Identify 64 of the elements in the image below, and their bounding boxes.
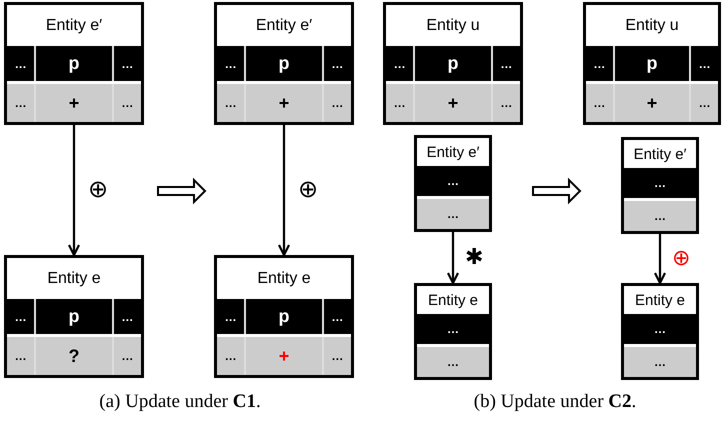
data-cell: … xyxy=(386,84,414,122)
data-cell: … xyxy=(490,84,520,122)
subfigure-caption: (b) Update under C2. xyxy=(474,391,636,413)
data-cell: … xyxy=(417,347,489,377)
entity-table xyxy=(214,2,354,125)
data-cell: … xyxy=(112,337,142,375)
header-cell: … xyxy=(112,46,142,81)
entity-table xyxy=(621,283,699,380)
data-cell: … xyxy=(624,201,696,231)
data-cell: … xyxy=(417,199,489,229)
arrow xyxy=(278,125,290,256)
data-cell: + xyxy=(612,84,690,122)
data-cell: + xyxy=(244,337,322,375)
entity-table xyxy=(383,2,523,125)
header-cell: … xyxy=(417,166,489,196)
data-cell: … xyxy=(322,84,352,122)
data-cell: … xyxy=(322,337,352,375)
data-cell: … xyxy=(112,84,142,122)
header-cell: p xyxy=(244,299,322,334)
data-cell: … xyxy=(586,84,613,122)
edge-label: ⊕ xyxy=(88,178,108,202)
header-cell: … xyxy=(7,46,34,81)
header-cell: … xyxy=(586,46,613,81)
data-cell: … xyxy=(217,84,244,122)
header-cell: … xyxy=(624,314,696,344)
header-cell: … xyxy=(624,168,696,198)
entity-table xyxy=(414,283,492,380)
edge-label: ⊕ xyxy=(672,246,690,268)
header-cell: … xyxy=(217,46,244,81)
header-cell: p xyxy=(244,46,322,81)
data-cell: + xyxy=(413,84,491,122)
entity-table xyxy=(4,255,144,378)
edge-label: ✱ xyxy=(465,246,483,268)
header-cell: … xyxy=(689,46,718,81)
header-cell: … xyxy=(417,314,489,344)
header-cell: … xyxy=(7,299,34,334)
data-cell: … xyxy=(689,84,718,122)
header-cell: p xyxy=(34,299,112,334)
header-cell: … xyxy=(386,46,414,81)
entity-table xyxy=(4,2,144,125)
data-cell: … xyxy=(7,337,34,375)
entity-table xyxy=(583,2,721,125)
data-cell: ? xyxy=(34,337,112,375)
header-cell: … xyxy=(112,299,142,334)
entity-table xyxy=(214,255,354,378)
arrow xyxy=(446,232,460,284)
subfigure-caption: (a) Update under C1. xyxy=(99,391,261,413)
edge-label: ⊕ xyxy=(298,178,318,202)
entity-table xyxy=(621,137,699,234)
data-cell: … xyxy=(624,347,696,377)
arrow xyxy=(654,234,666,284)
entity-table xyxy=(414,135,492,232)
header-cell: p xyxy=(612,46,690,81)
header-cell: p xyxy=(34,46,112,81)
header-cell: … xyxy=(217,299,244,334)
data-cell: + xyxy=(244,84,322,122)
header-cell: … xyxy=(322,299,352,334)
data-cell: + xyxy=(34,84,112,122)
header-cell: p xyxy=(413,46,491,81)
header-cell: … xyxy=(322,46,352,81)
data-cell: … xyxy=(7,84,34,122)
arrow xyxy=(68,125,80,256)
data-cell: … xyxy=(217,337,244,375)
header-cell: … xyxy=(490,46,520,81)
